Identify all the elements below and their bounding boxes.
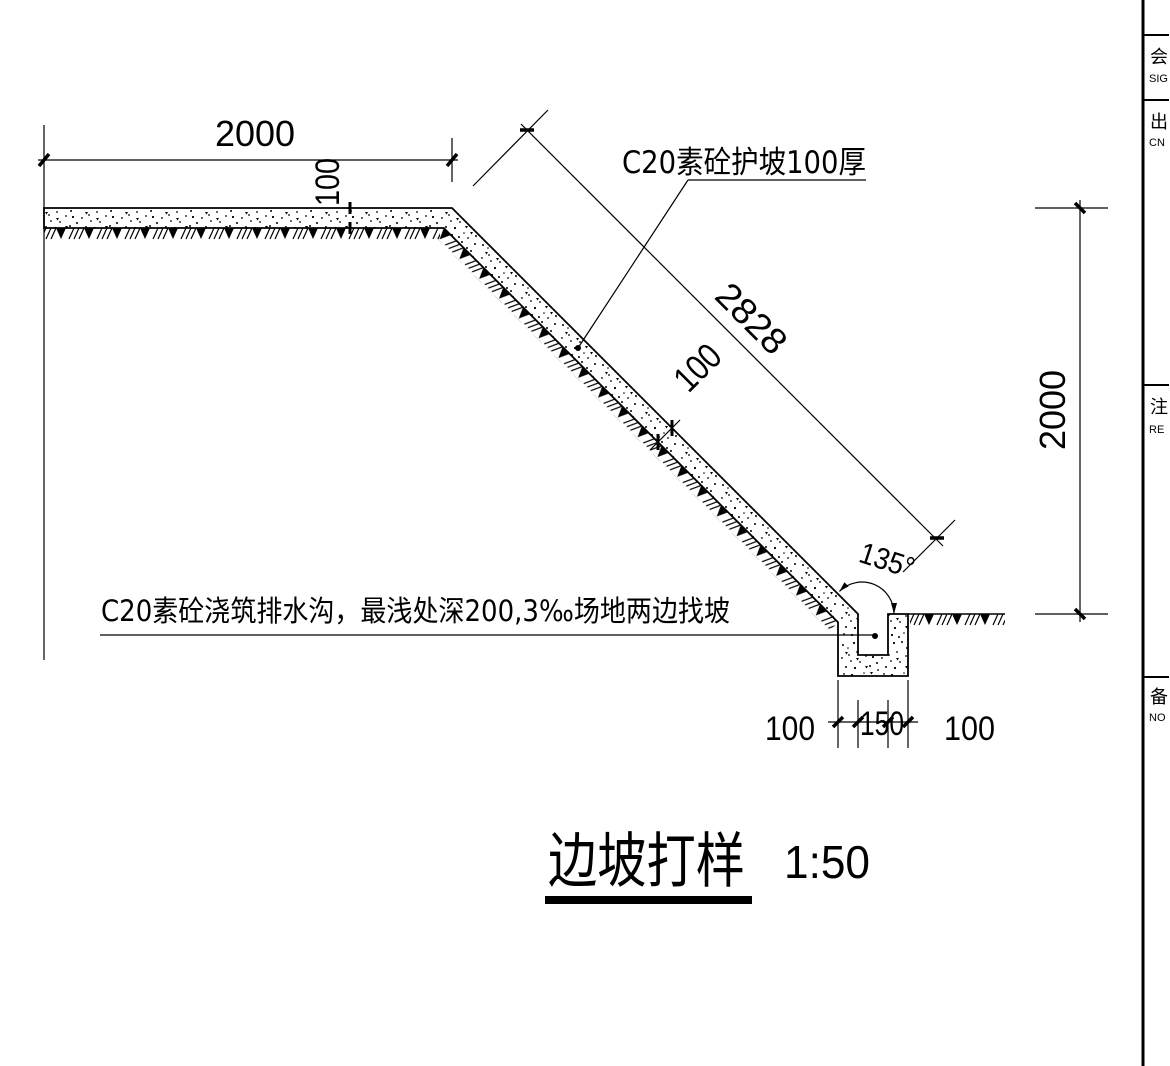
title-block-sign-en: SIG <box>1149 73 1168 85</box>
title-block-remark-en: RE <box>1149 424 1164 436</box>
height-tick-bottom <box>1073 607 1087 621</box>
top-thickness-label: 100 <box>309 158 347 206</box>
top-thickness-dimension: 100 <box>309 158 352 234</box>
drain-tick-3 <box>881 715 895 729</box>
drawing-title-underline <box>545 896 752 904</box>
earth-hatch-slope <box>435 228 838 631</box>
drain-note: C20素砼浇筑排水沟，最浅处深200,3‰场地两边找坡 <box>100 594 878 639</box>
slope-thickness-dimension-line <box>649 419 681 451</box>
earth-hatch-top <box>44 228 440 240</box>
drawing-title-block: 边坡打样 1:50 <box>545 827 870 904</box>
slope-thickness-label: 100 <box>665 335 729 399</box>
angle-arrow-end <box>891 603 897 614</box>
title-block-issue-en: CN <box>1149 137 1165 149</box>
drain-tick-1 <box>831 715 845 729</box>
slope-protection-leader-line <box>577 179 689 349</box>
angle-arrow-start <box>839 582 849 592</box>
top-width-tick-right <box>445 152 459 168</box>
height-label: 2000 <box>1032 370 1073 450</box>
sheet-title-block: 会 SIG 出 CN 注 RE 备 NO <box>1141 0 1169 1066</box>
drain-tick-4 <box>901 715 915 729</box>
drain-dimensions: 100 150 100 <box>765 680 995 748</box>
height-tick-top <box>1073 201 1087 215</box>
slope-protection-note: C20素砼护坡100厚 <box>575 145 866 351</box>
height-dimension: 2000 <box>1032 200 1108 622</box>
drain-width-label: 150 <box>860 705 904 743</box>
title-block-issue-cn: 出 <box>1150 112 1168 133</box>
top-width-label: 2000 <box>215 113 295 154</box>
drawing-title: 边坡打样 <box>548 827 745 897</box>
top-width-dimension: 2000 <box>37 113 459 182</box>
earth-hatch-right <box>910 614 1005 626</box>
slope-length-dimension-line <box>520 123 944 547</box>
title-block-note-cn: 备 <box>1150 687 1168 708</box>
drain-tick-2 <box>851 715 865 729</box>
title-block-note-en: NO <box>1149 712 1166 724</box>
slope-length-extension-top <box>472 109 549 187</box>
title-block-remark-cn: 注 <box>1150 397 1168 418</box>
top-width-tick-left <box>37 152 51 168</box>
drawing-scale: 1:50 <box>784 836 870 888</box>
angle-annotation: 135° <box>838 537 919 615</box>
angle-label: 135° <box>855 537 918 586</box>
slope-length-label: 2828 <box>707 274 795 362</box>
drain-leader-dot <box>872 633 878 639</box>
section-geometry <box>43 125 1005 677</box>
drain-wall-right-label: 100 <box>944 710 995 748</box>
drain-note-label: C20素砼浇筑排水沟，最浅处深200,3‰场地两边找坡 <box>101 594 730 628</box>
title-block-sign-cn: 会 <box>1150 47 1168 68</box>
slope-length-extension-bottom <box>902 519 956 573</box>
drain-wall-left-label: 100 <box>765 710 815 748</box>
slope-protection-label: C20素砼护坡100厚 <box>622 145 866 181</box>
